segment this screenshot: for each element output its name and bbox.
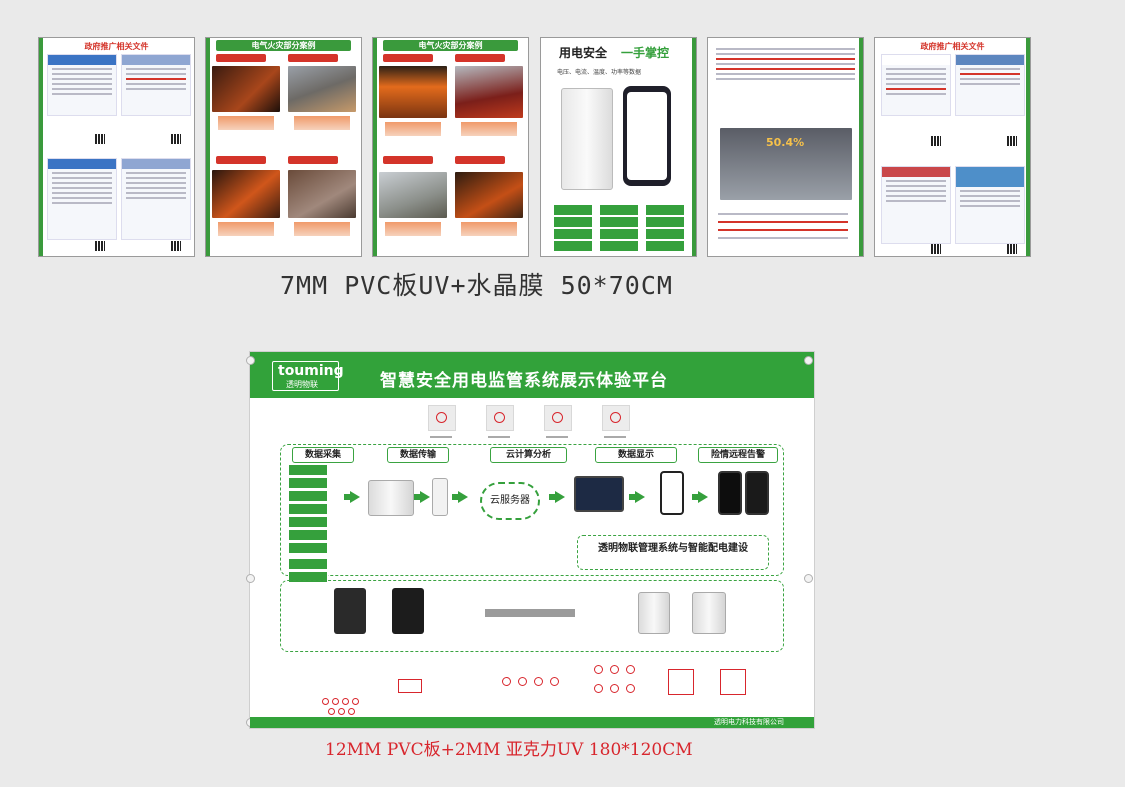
phone-image <box>623 86 671 186</box>
logo-main: touming <box>278 363 344 379</box>
board-header: touming 透明物联 智慧安全用电监管系统展示体验平台 <box>250 352 814 398</box>
flow-arrow <box>452 491 468 503</box>
poster-title: 电气火灾部分案例 <box>216 40 351 51</box>
devices-panel <box>280 580 784 652</box>
footer-company: 透明电力科技有限公司 <box>714 718 784 726</box>
gateway-device <box>432 478 448 516</box>
socket-slot <box>720 669 746 695</box>
poster-gov-docs-2: 政府推广相关文件 <box>874 37 1031 257</box>
statistics-badge: 50.4% <box>766 136 805 149</box>
flow-panel <box>280 444 784 576</box>
flow-arrow <box>692 491 708 503</box>
stage-data-transfer: 数据传输 <box>387 447 449 463</box>
indicator-button[interactable] <box>544 405 572 431</box>
poster-fire-cases-2: 电气火灾部分案例 <box>372 37 529 257</box>
indicator-button[interactable] <box>486 405 514 431</box>
poster-safety-control: 用电安全 一手掌控 电压、电流、温度、功率等数据 <box>540 37 697 257</box>
flow-arrow <box>414 491 430 503</box>
caption-top: 7MM PVC板UV+水晶膜 50*70CM <box>280 271 673 300</box>
stage-data-collection: 数据采集 <box>292 447 354 463</box>
pc-monitor <box>574 476 624 512</box>
stage-data-display: 数据显示 <box>595 447 677 463</box>
breaker-device-2 <box>692 592 726 634</box>
socket-slot <box>668 669 694 695</box>
poster-title-accent: 一手掌控 <box>621 46 670 60</box>
phone-alarm <box>718 471 742 515</box>
poster-title: 政府推广相关文件 <box>84 42 149 51</box>
indicator-button[interactable] <box>428 405 456 431</box>
breaker-device <box>638 592 670 634</box>
poster-statistics: 50.4% <box>707 37 864 257</box>
brand-logo: touming 透明物联 <box>272 361 344 391</box>
stage-remote-alarm: 险情远程告警 <box>698 447 778 463</box>
management-system: 透明物联管理系统与智能配电建设 <box>577 535 769 570</box>
poster-subtitle: 电压、电流、温度、功率等数据 <box>557 69 642 76</box>
management-title: 透明物联管理系统与智能配电建设 <box>598 543 748 554</box>
logo-sub: 透明物联 <box>286 380 318 389</box>
statistics-banner: 50.4% <box>720 128 852 200</box>
meter-device-2 <box>392 588 424 634</box>
poster-gov-docs-1: 政府推广相关文件 <box>38 37 195 257</box>
cloud-server: 云服务器 <box>480 482 540 520</box>
flow-arrow <box>629 491 645 503</box>
flow-arrow <box>549 491 565 503</box>
phone-app <box>660 471 684 515</box>
board-footer: 透明电力科技有限公司 <box>250 717 814 728</box>
phone-alarm-2 <box>745 471 769 515</box>
poster-title: 电气火灾部分案例 <box>383 40 518 51</box>
stage-cloud-computing: 云计算分析 <box>490 447 567 463</box>
flow-arrow <box>344 491 360 503</box>
indicator-button[interactable] <box>602 405 630 431</box>
feature-grid <box>553 204 689 252</box>
board-title: 智慧安全用电监管系统展示体验平台 <box>380 371 668 391</box>
meter-bar <box>485 609 575 617</box>
meter-device <box>334 588 366 634</box>
poster-title-main: 用电安全 <box>559 46 608 60</box>
socket-slot <box>398 679 422 693</box>
breaker-image <box>561 88 613 190</box>
breaker-device <box>368 480 414 516</box>
caption-bottom: 12MM PVC板+2MM 亚克力UV 180*120CM <box>325 740 693 760</box>
poster-fire-cases-1: 电气火灾部分案例 <box>205 37 362 257</box>
display-board: touming 透明物联 智慧安全用电监管系统展示体验平台 数据采集 数据传输 … <box>246 352 814 728</box>
poster-title: 政府推广相关文件 <box>920 42 985 51</box>
